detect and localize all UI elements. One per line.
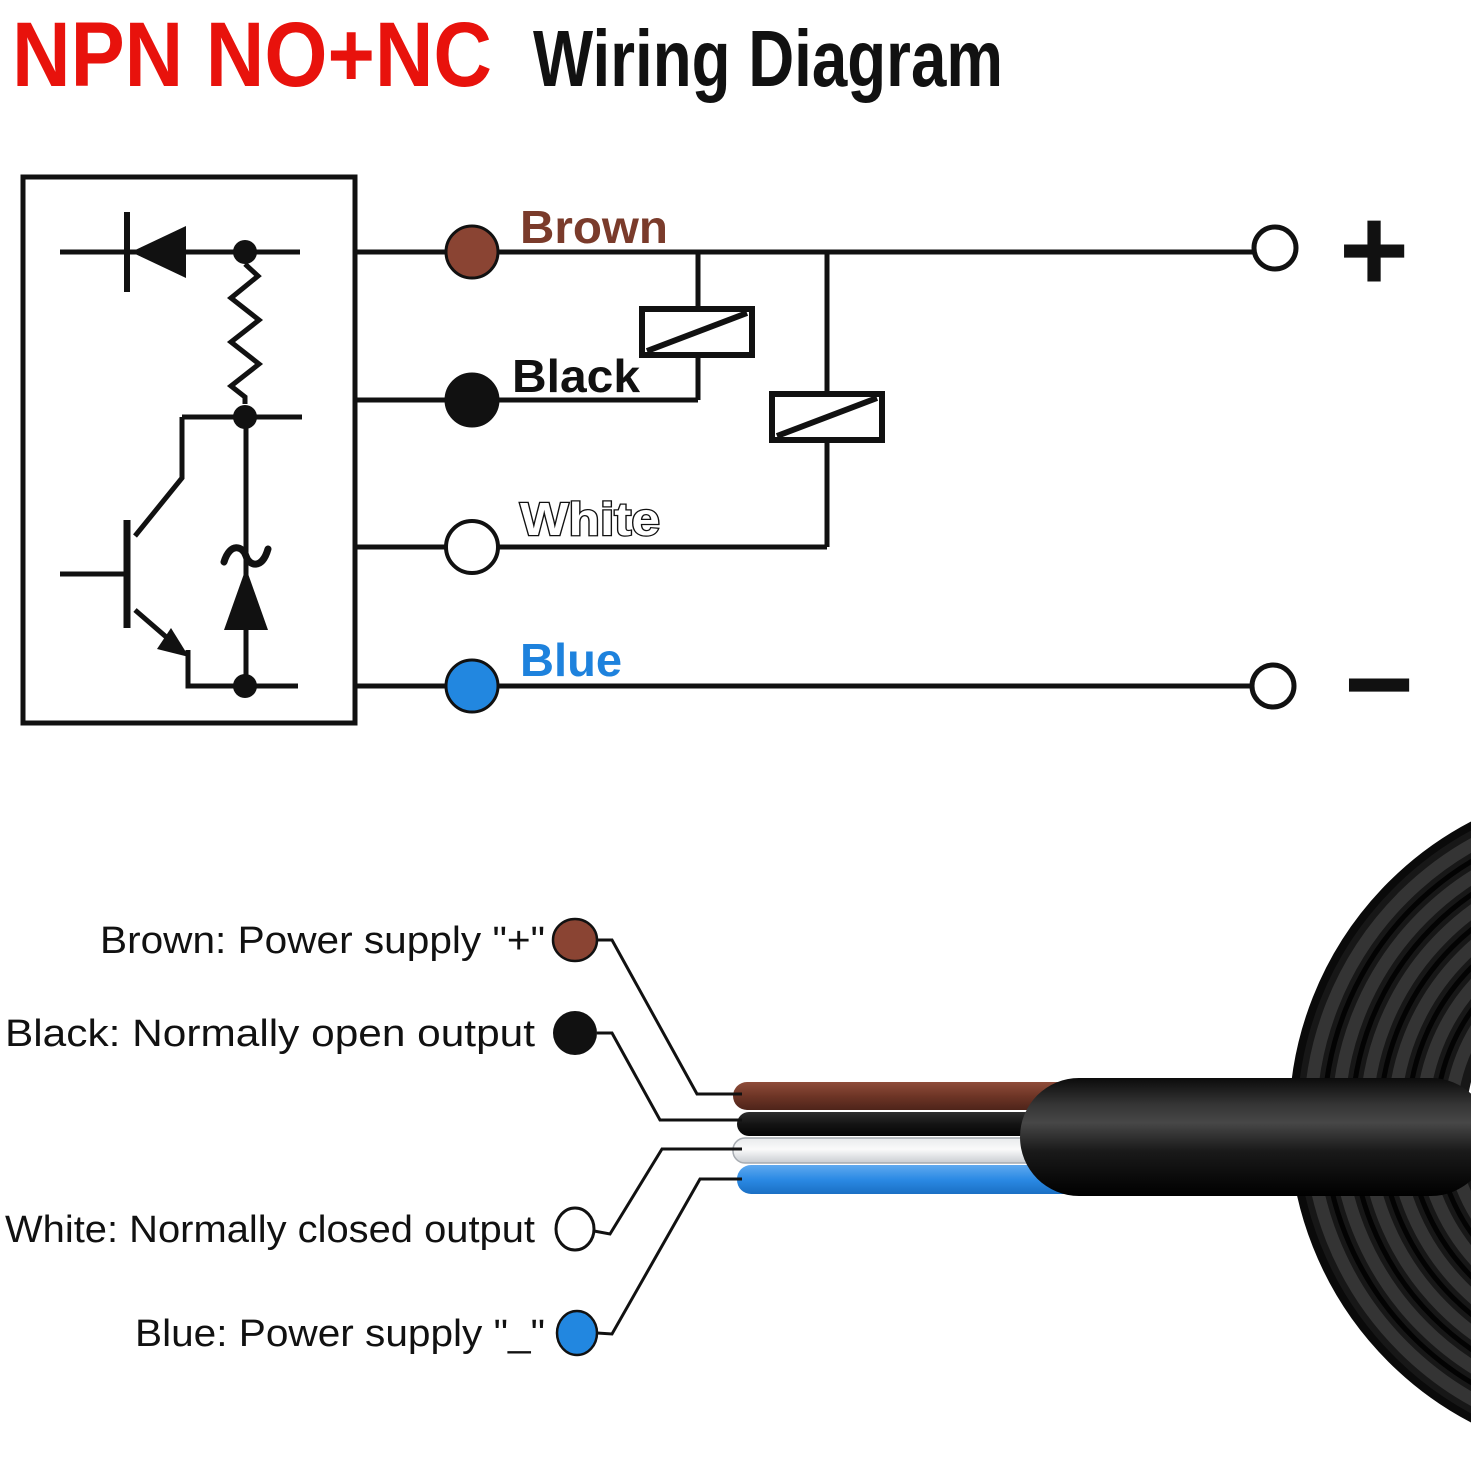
legend-leader-lines (593, 938, 742, 1336)
schematic-dot-white (444, 519, 500, 575)
conductor-black (737, 1112, 1093, 1136)
leader-white (593, 1147, 742, 1236)
cable-jacket (1020, 1078, 1471, 1196)
conductor-brown (733, 1082, 1093, 1110)
legend: Brown: Power supply "+" Black: Normally … (5, 917, 742, 1357)
leader-brown (597, 938, 742, 1096)
terminal-positive-circle (1251, 224, 1299, 272)
relay-coil-icon (639, 252, 755, 400)
legend-item-black: Black: Normally open output (5, 1013, 535, 1055)
cable-conductors (732, 1082, 1094, 1194)
legend-item-brown: Brown: Power supply "+" (100, 920, 545, 962)
junction-dot (233, 240, 257, 264)
legend-item-blue: Blue: Power supply "_" (135, 1313, 545, 1355)
leader-black (597, 1031, 742, 1122)
legend-dot-black (553, 1011, 597, 1055)
relay1-diagonal (645, 310, 749, 354)
legend-dot-brown (551, 917, 599, 963)
transistor-collector (133, 417, 185, 538)
coiled-cable-photo (732, 821, 1471, 1423)
external-wiring (355, 224, 1299, 714)
schematic-dot-brown (444, 224, 500, 280)
transistor-emitter-arrow (157, 628, 189, 657)
sensor-box-outline (20, 174, 358, 726)
legend-dot-blue (555, 1309, 599, 1357)
leader-blue (596, 1177, 742, 1336)
conductor-blue (737, 1165, 1093, 1194)
schematic-dot-black (444, 372, 500, 428)
schematic-dot-blue (444, 658, 500, 714)
junction-dot (233, 674, 257, 698)
relay2-diagonal (775, 395, 879, 439)
wire-label-blue: Blue (520, 634, 622, 686)
npn-transistor-icon (60, 417, 245, 689)
wire-label-white: White (520, 493, 660, 545)
legend-item-white: White: Normally closed output (5, 1209, 535, 1251)
terminal-negative-symbol: − (1344, 617, 1414, 751)
title-rest: Wiring Diagram (533, 14, 1003, 103)
relay-coil-icon (769, 252, 885, 547)
wire-label-black: Black (512, 350, 640, 402)
terminal-negative-circle (1249, 662, 1297, 710)
diode-icon (131, 226, 186, 278)
legend-dot-white (554, 1206, 596, 1252)
sensor-internal-circuit (20, 174, 358, 726)
terminal-positive-symbol: + (1339, 183, 1409, 317)
zener-cathode-squiggle (220, 544, 272, 568)
page-title: NPN NO+NC Wiring Diagram (12, 4, 1003, 106)
resistor-icon (226, 262, 264, 404)
schematic-wire-labels: Brown Black White Blue (512, 201, 668, 686)
zener-arrow (224, 568, 268, 630)
title-highlight: NPN NO+NC (12, 4, 492, 106)
junction-dot (233, 405, 257, 429)
transistor-emitter-lead (185, 650, 245, 689)
wire-label-brown: Brown (520, 201, 668, 253)
zener-diode-icon (220, 417, 272, 686)
